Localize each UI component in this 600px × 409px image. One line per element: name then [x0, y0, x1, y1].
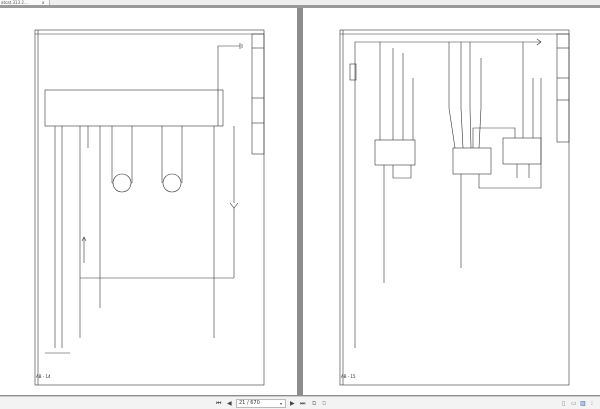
schematic-right [339, 29, 570, 386]
page-left: AB - 14 [0, 8, 297, 395]
page-label: AB - 15 [341, 374, 356, 379]
document-tab[interactable]: atcat 313 2... x [0, 0, 50, 5]
copy-icon[interactable]: ⧉ [312, 400, 317, 407]
last-page-icon[interactable]: ⏭ [300, 400, 306, 407]
tab-title: atcat 313 2... [1, 0, 28, 5]
tab-bar: atcat 313 2... x [0, 0, 600, 5]
prev-page-icon[interactable]: ◀ [227, 400, 232, 407]
first-page-icon[interactable]: ⏮ [216, 400, 222, 407]
next-page-icon[interactable]: ▶ [290, 400, 295, 407]
continuous-view-icon[interactable]: ▭ [571, 400, 577, 407]
page-label: AB - 14 [36, 374, 51, 379]
viewer-header [0, 5, 600, 8]
schematic-left [34, 29, 265, 386]
close-tab-icon[interactable]: x [42, 0, 45, 5]
page-number-input[interactable]: 21 / 670 [236, 399, 286, 408]
paste-icon[interactable]: ⧉ [322, 400, 327, 407]
facing-view-icon[interactable]: ▥ [580, 400, 586, 407]
other-view-icon[interactable]: ⁝ [591, 400, 593, 407]
page-right: AB - 15 [303, 8, 600, 395]
bottom-toolbar: ⏮ ◀ 21 / 670 ▾ ▶ ⏭ ⧉ ⧉ ▯ ▭ ▥ ⁝ [0, 396, 600, 409]
page-dropdown-icon[interactable]: ▾ [280, 401, 283, 406]
single-page-view-icon[interactable]: ▯ [562, 400, 566, 407]
